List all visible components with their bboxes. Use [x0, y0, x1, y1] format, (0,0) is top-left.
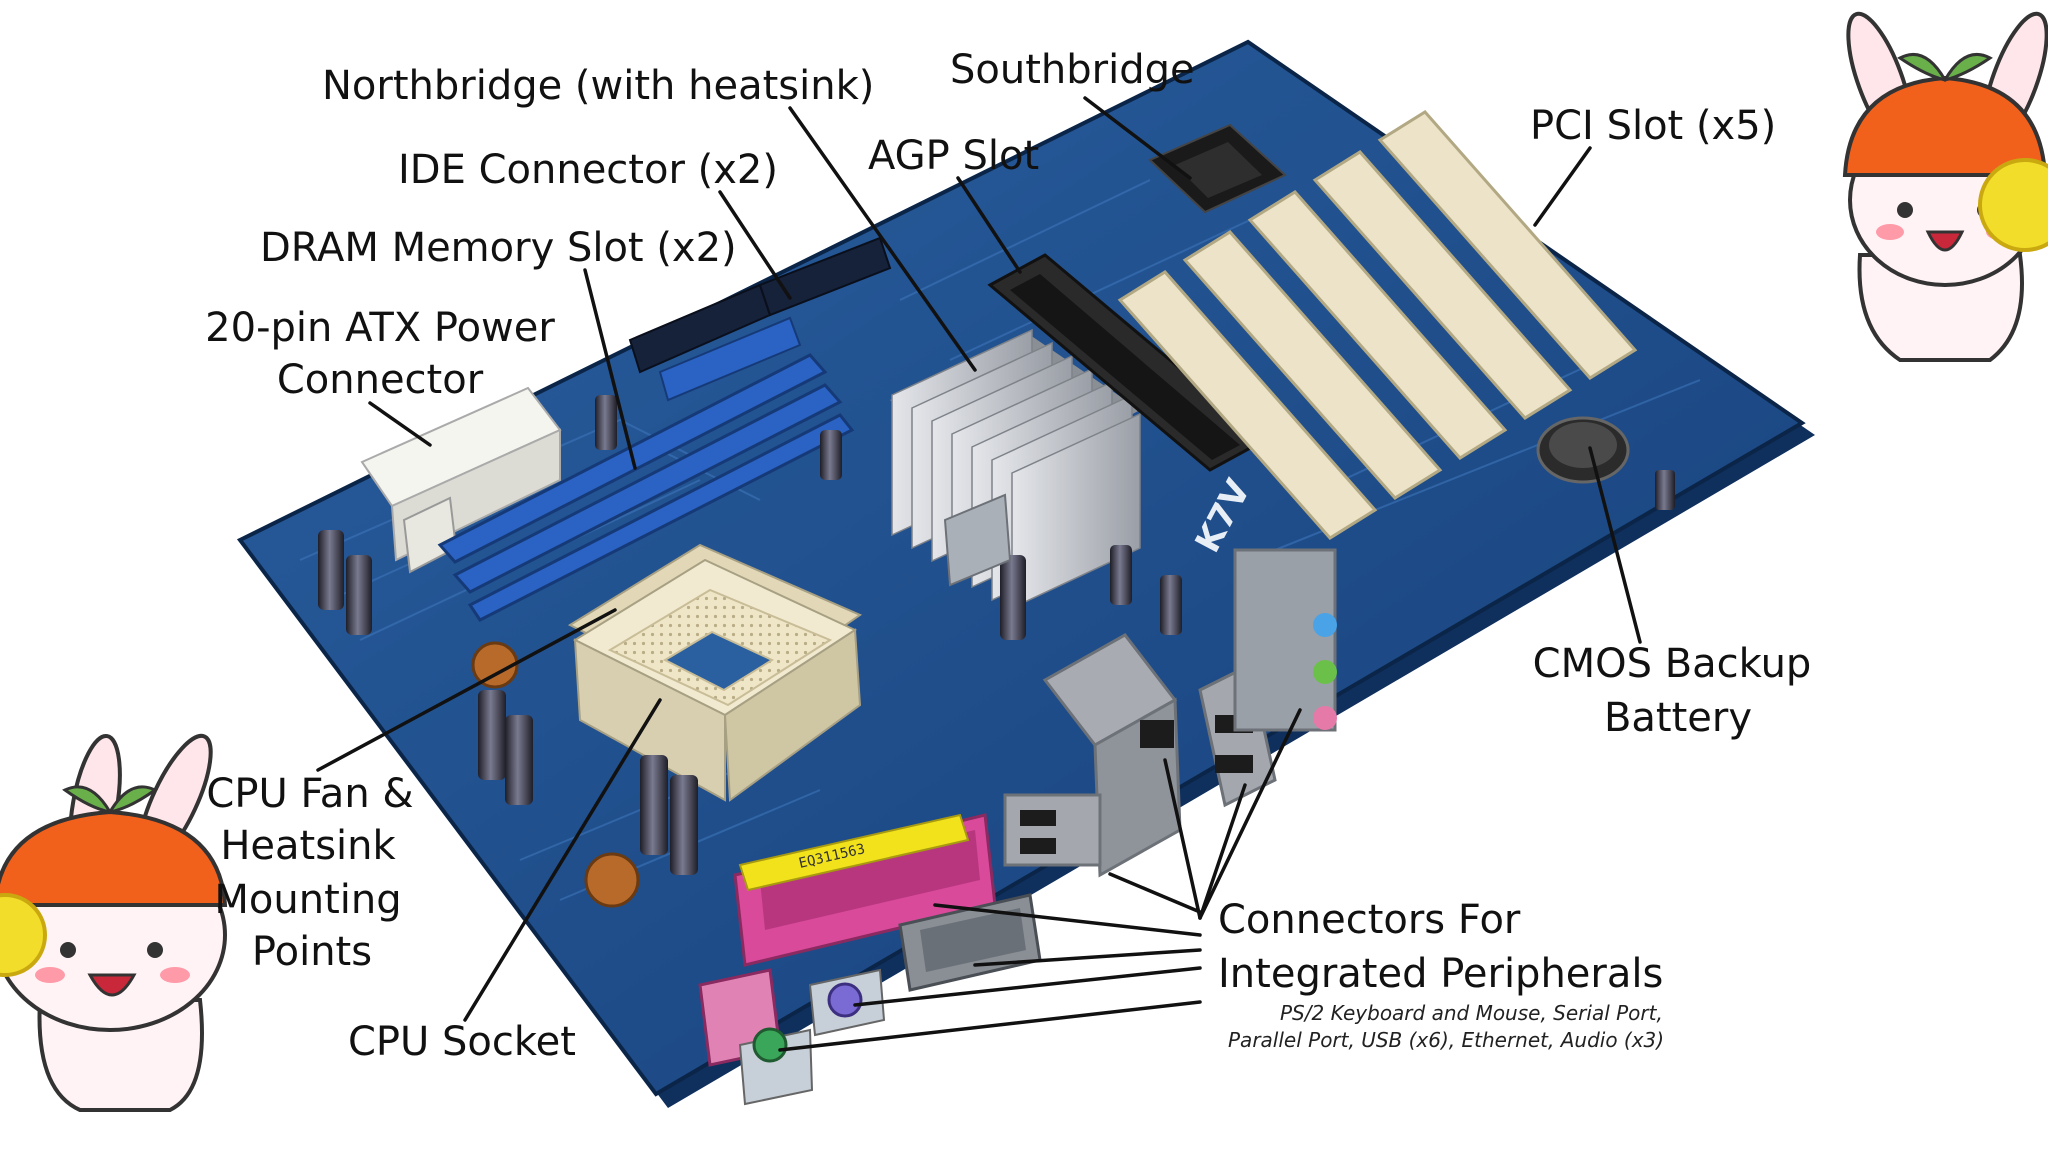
- capacitors: [318, 395, 1675, 875]
- label-northbridge: Northbridge (with heatsink): [322, 63, 875, 109]
- leader-conn-3: [1198, 783, 1247, 920]
- southbridge-chip: [1148, 123, 1287, 214]
- ide-connectors: [628, 236, 892, 402]
- label-pci-slot: PCI Slot (x5): [1530, 103, 1777, 149]
- cpu-socket: [567, 543, 863, 802]
- leader-atx: [368, 401, 432, 447]
- leader-cpusocket: [463, 698, 662, 1022]
- label-connectors-line2: Integrated Peripherals: [1218, 951, 1664, 997]
- leader-pci: [1533, 146, 1592, 227]
- leader-cpufan: [316, 608, 617, 772]
- leader-conn-8: [778, 1000, 1202, 1052]
- label-connectors-note-line2: Parallel Port, USB (x6), Ethernet, Audio…: [1228, 1028, 1665, 1052]
- leader-conn-2: [1163, 758, 1202, 920]
- leader-conn-7: [853, 966, 1202, 1007]
- inductor-coils: [471, 641, 640, 908]
- label-ide-connector: IDE Connector (x2): [398, 147, 778, 193]
- leader-southbridge: [1083, 96, 1192, 180]
- leader-agp: [956, 176, 1022, 274]
- legacy-ports: EQ311563: [698, 813, 1042, 1106]
- label-connectors-note-line1: PS/2 Keyboard and Mouse, Serial Port,: [1280, 1001, 1663, 1025]
- label-cpu-socket: CPU Socket: [348, 1019, 576, 1065]
- leader-conn-4: [1198, 708, 1302, 920]
- label-agp-slot: AGP Slot: [868, 133, 1040, 179]
- leader-lines: [316, 96, 1642, 1052]
- label-cmos-line2: Battery: [1603, 695, 1753, 741]
- leader-northbridge: [788, 106, 977, 372]
- label-cpu-fan-line3: Mounting: [214, 877, 402, 923]
- leader-cmos: [1588, 446, 1642, 644]
- cmos-battery: [1536, 416, 1630, 484]
- leader-conn-1: [1108, 872, 1202, 914]
- bunny-mascot-top-right: [1842, 11, 2048, 362]
- label-cmos-line1: CMOS Backup: [1532, 641, 1812, 687]
- leader-conn-6: [973, 948, 1202, 967]
- label-atx-power-line1: 20-pin ATX Power: [205, 305, 555, 351]
- label-southbridge: Southbridge: [950, 47, 1195, 93]
- label-cpu-fan-line1: CPU Fan &: [206, 771, 414, 817]
- pci-slots: [1117, 110, 1638, 540]
- label-cpu-fan-line4: Points: [251, 929, 373, 975]
- label-dram-slot: DRAM Memory Slot (x2): [260, 225, 737, 271]
- label-cpu-fan-line2: Heatsink: [220, 823, 396, 869]
- label-atx-power-line2: Connector: [276, 357, 484, 403]
- bunny-mascot-bottom-left: [0, 733, 228, 1112]
- rear-io-panel: [943, 493, 1337, 878]
- atx-power-connector: [360, 386, 562, 574]
- leader-conn-5: [933, 903, 1202, 937]
- leader-ide: [718, 190, 792, 300]
- label-connectors-line1: Connectors For: [1218, 897, 1521, 943]
- leader-dram: [583, 268, 637, 470]
